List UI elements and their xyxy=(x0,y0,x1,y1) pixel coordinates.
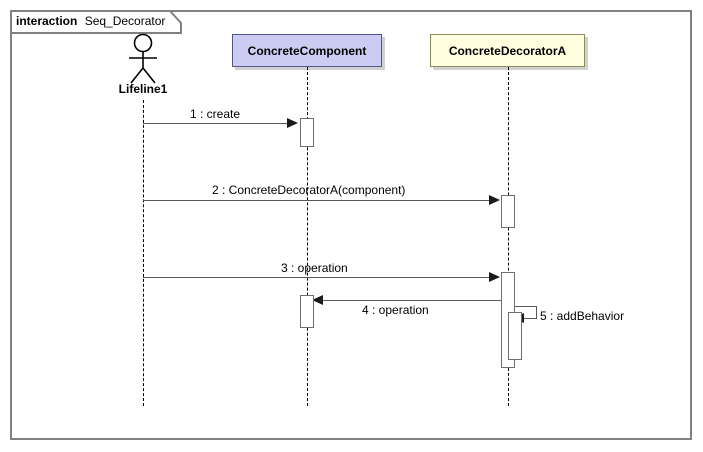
interaction-frame-tab xyxy=(10,10,182,34)
message-label-2: 2 : ConcreteDecoratorA(component) xyxy=(212,183,406,197)
lifeline-head-concrete-component[interactable]: ConcreteComponent xyxy=(232,34,382,67)
message-line-2-constructor[interactable] xyxy=(143,200,496,201)
interaction-frame xyxy=(10,10,692,440)
message-line-5-self-bottom[interactable] xyxy=(519,318,537,319)
frame-name: Seq_Decorator xyxy=(84,14,166,28)
lifeline-label-concrete-decorator-a: ConcreteDecoratorA xyxy=(448,43,567,58)
activation-bar-decorator-add-behavior xyxy=(508,312,522,360)
frame-keyword: interaction xyxy=(16,14,78,28)
message-line-4-operation[interactable] xyxy=(316,300,501,301)
actor-icon-lifeline1 xyxy=(122,33,164,90)
message-label-4: 4 : operation xyxy=(362,303,429,317)
message-line-1-create[interactable] xyxy=(143,123,295,124)
lifeline-head-concrete-decorator-a[interactable]: ConcreteDecoratorA xyxy=(430,34,585,67)
message-line-5-self-top[interactable] xyxy=(515,306,537,307)
arrowhead-message-2 xyxy=(489,195,500,205)
lifeline-label-lifeline1: Lifeline1 xyxy=(118,82,168,96)
message-label-1: 1 : create xyxy=(190,107,241,121)
arrowhead-message-3 xyxy=(489,272,500,282)
arrowhead-message-4 xyxy=(312,295,323,305)
lifeline-dash-concrete-component xyxy=(307,67,308,406)
activation-bar-decorator-constructor xyxy=(501,195,515,228)
lifeline-dash-lifeline1 xyxy=(143,100,144,406)
interaction-frame-title: interaction Seq_Decorator xyxy=(16,13,165,29)
lifeline-label-concrete-component: ConcreteComponent xyxy=(247,43,367,58)
arrowhead-message-1 xyxy=(287,118,298,128)
message-line-3-operation[interactable] xyxy=(143,277,496,278)
lifeline-dash-concrete-decorator-a xyxy=(508,67,509,406)
message-label-5: 5 : addBehavior xyxy=(540,309,625,323)
message-line-5-self-side xyxy=(536,306,537,319)
activation-bar-concrete-component-create xyxy=(300,118,314,147)
activation-bar-concrete-component-operation xyxy=(300,295,314,328)
message-label-3: 3 : operation xyxy=(281,261,348,275)
